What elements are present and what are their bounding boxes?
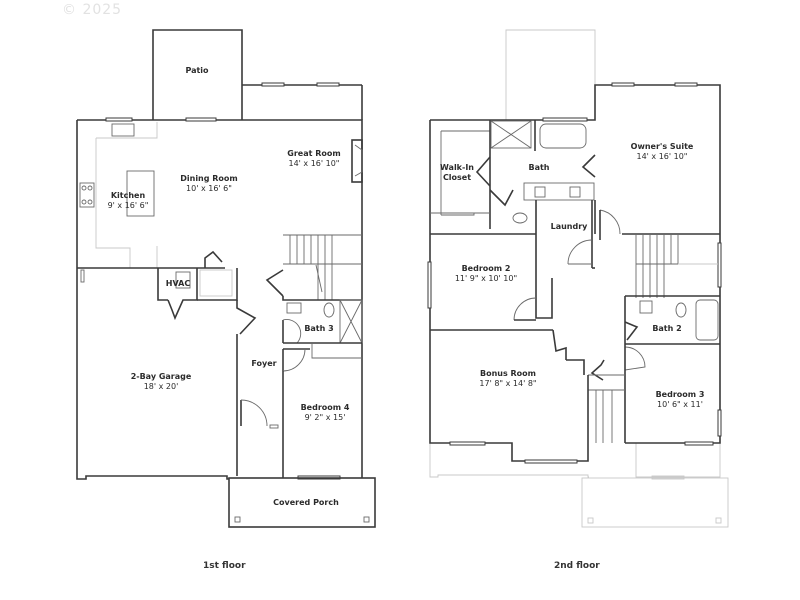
- floor-label-2nd: 2nd floor: [554, 561, 600, 571]
- room-label-bath-2: Bath 2: [652, 324, 681, 333]
- room-dims-bedroom-4: 9' 2" x 15': [305, 413, 346, 422]
- room-label-great-room: Great Room: [287, 149, 340, 158]
- room-dims-bedroom-3: 10' 6" x 11': [657, 400, 703, 409]
- room-dims-great-room: 14' x 16' 10": [289, 159, 340, 168]
- room-label-bonus-room: Bonus Room: [480, 369, 536, 378]
- room-label-dining-room: Dining Room: [180, 174, 238, 183]
- room-dims-garage: 18' x 20': [144, 382, 179, 391]
- room-label-walk-in-closet-line2: Closet: [443, 173, 471, 182]
- room-label-laundry: Laundry: [551, 222, 589, 231]
- floor-label-1st: 1st floor: [203, 561, 246, 571]
- room-label-bath-3: Bath 3: [304, 324, 333, 333]
- room-label-covered-porch: Covered Porch: [273, 498, 339, 507]
- room-label-walk-in-closet: Walk-In: [440, 163, 474, 172]
- room-label-bedroom-3: Bedroom 3: [656, 390, 705, 399]
- first-floor-plan: Patio Great Room 14' x 16' 10" Dining Ro…: [76, 29, 376, 528]
- room-label-kitchen: Kitchen: [111, 191, 146, 200]
- room-label-hvac: HVAC: [166, 279, 191, 288]
- copyright-watermark: © 2025: [62, 2, 123, 18]
- room-label-patio: Patio: [185, 66, 209, 75]
- room-dims-kitchen: 9' x 16' 6": [108, 201, 149, 210]
- room-label-bedroom-4: Bedroom 4: [301, 403, 350, 412]
- room-label-bedroom-2: Bedroom 2: [462, 264, 511, 273]
- room-label-owners-suite: Owner's Suite: [631, 142, 694, 151]
- second-floor-plan: Walk-In Closet Bath Owner's Suite 14' x …: [427, 29, 729, 528]
- room-dims-owners-suite: 14' x 16' 10": [637, 152, 688, 161]
- room-label-foyer: Foyer: [251, 359, 276, 368]
- room-dims-bonus-room: 17' 8" x 14' 8": [479, 379, 536, 388]
- room-label-bath: Bath: [528, 163, 549, 172]
- room-dims-dining-room: 10' x 16' 6": [186, 184, 232, 193]
- room-dims-bedroom-2: 11' 9" x 10' 10": [455, 274, 517, 283]
- room-label-garage: 2-Bay Garage: [131, 372, 192, 381]
